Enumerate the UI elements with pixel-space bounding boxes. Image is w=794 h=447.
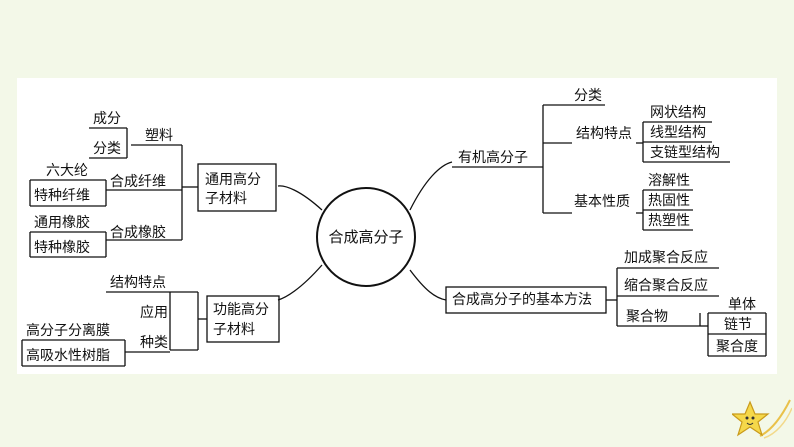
polymer-label: 聚合物 <box>626 309 668 325</box>
functional-kind-label: 种类 <box>140 335 168 351</box>
plastic-item-composition: 成分 <box>93 111 121 127</box>
fiber-item-six: 六大纶 <box>46 163 88 179</box>
polymer-item-monomer: 单体 <box>728 297 756 313</box>
polymer-item-chain-unit: 链节 <box>724 317 752 333</box>
methods-label: 合成高分子的基本方法 <box>452 292 592 308</box>
synthetic-rubber-label: 合成橡胶 <box>110 225 166 241</box>
kind-item-resin: 高吸水性树脂 <box>26 348 110 364</box>
structure-item-branched: 支链型结构 <box>650 145 720 161</box>
star-icon <box>732 399 792 439</box>
polymer-item-degree: 聚合度 <box>716 339 758 355</box>
plastic-label: 塑料 <box>145 128 173 144</box>
method-item-condensation: 缩合聚合反应 <box>624 278 708 294</box>
organic-polymer-label: 有机高分子 <box>458 150 528 166</box>
method-item-addition: 加成聚合反应 <box>624 250 708 266</box>
organic-properties-label: 基本性质 <box>574 194 630 210</box>
property-item-thermoset: 热固性 <box>648 193 690 209</box>
functional-materials-label-2: 子材料 <box>213 322 255 338</box>
structure-item-linear: 线型结构 <box>650 125 706 141</box>
organic-structure-label: 结构特点 <box>576 126 632 142</box>
center-node <box>316 187 416 287</box>
functional-structure-label: 结构特点 <box>110 275 166 291</box>
functional-application-label: 应用 <box>140 305 168 321</box>
plastic-item-classification: 分类 <box>93 141 121 157</box>
kind-item-membrane: 高分子分离膜 <box>26 323 110 339</box>
structure-item-network: 网状结构 <box>650 105 706 121</box>
general-materials-label-1: 通用高分 <box>205 172 261 188</box>
property-item-solubility: 溶解性 <box>648 173 690 189</box>
general-materials-label-2: 子材料 <box>205 191 247 207</box>
fiber-item-special: 特种纤维 <box>34 188 90 204</box>
rubber-item-general: 通用橡胶 <box>34 215 90 231</box>
rubber-item-special: 特种橡胶 <box>34 240 90 256</box>
organic-classify-label: 分类 <box>574 88 602 104</box>
functional-materials-label-1: 功能高分 <box>213 302 269 318</box>
synthetic-fiber-label: 合成纤维 <box>110 174 166 190</box>
center-label: 合成高分子 <box>328 228 404 246</box>
property-item-thermoplastic: 热塑性 <box>648 213 690 229</box>
